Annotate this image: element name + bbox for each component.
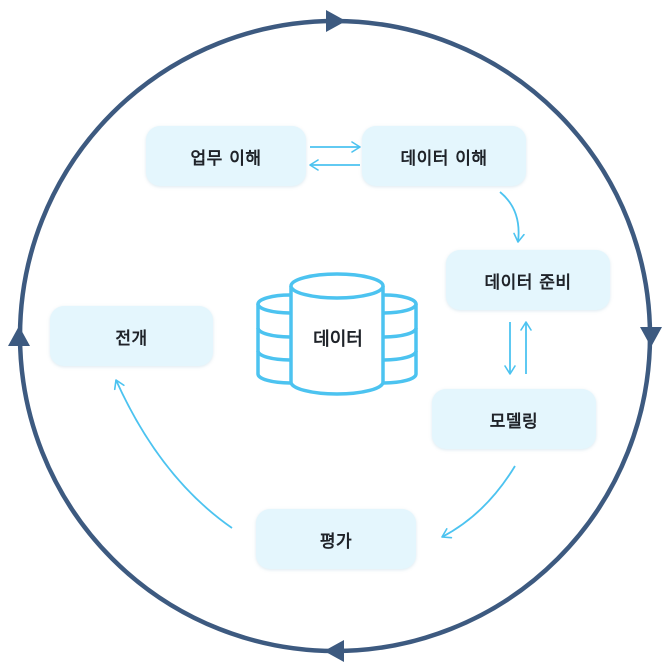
stage-label: 평가 (319, 531, 353, 552)
flow-arrow-modeling-to-evaluation (441, 465, 516, 539)
stage-label: 데이터 준비 (484, 272, 572, 293)
flow-arrow-evaluation-to-deployment (113, 379, 233, 529)
stage-business-understanding: 업무 이해 (146, 126, 306, 186)
stage-label: 데이터 이해 (400, 148, 488, 169)
stage-deployment: 전개 (50, 306, 213, 366)
stage-label: 업무 이해 (190, 148, 262, 169)
stage-evaluation: 평가 (256, 509, 416, 569)
stage-modeling: 모델링 (432, 389, 596, 449)
stage-data-understanding: 데이터 이해 (362, 126, 526, 186)
ring-arrow-right (640, 327, 662, 347)
stage-label: 전개 (115, 328, 148, 349)
ring-arrow-left (8, 326, 30, 346)
database-icon (256, 272, 418, 396)
stage-data-preparation: 데이터 준비 (446, 250, 610, 310)
ring-arrow-top (326, 10, 346, 32)
stage-label: 모델링 (489, 411, 539, 432)
center-data-label: 데이터 (313, 329, 363, 350)
flow-arrow-understanding-to-preparation (499, 191, 525, 243)
ring-arrow-bottom (324, 640, 344, 662)
